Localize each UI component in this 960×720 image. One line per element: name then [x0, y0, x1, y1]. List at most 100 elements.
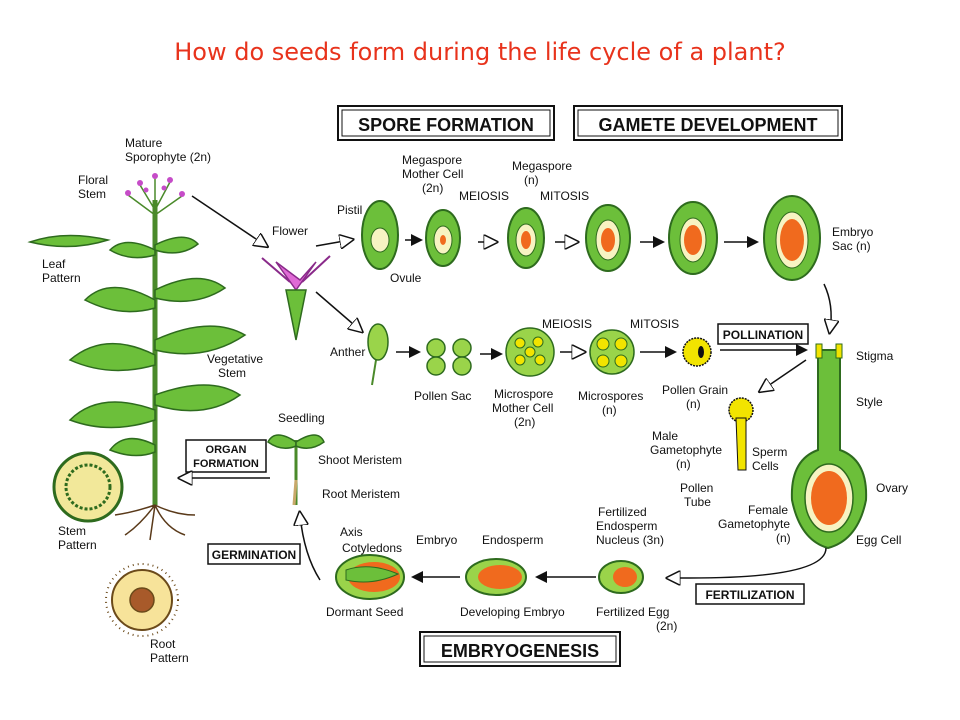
label-vegetative-stem: Stem	[218, 366, 246, 380]
label-microspore-mother: Mother Cell	[492, 401, 553, 415]
page-title: How do seeds form during the life cycle …	[174, 38, 786, 66]
label-male: Male	[652, 429, 678, 443]
stage-spore-formation: SPORE FORMATION	[358, 115, 534, 135]
label-meiosis-bottom: MEIOSIS	[542, 317, 592, 331]
label-root: Root	[150, 637, 176, 651]
dormant-seed	[335, 554, 405, 600]
label-fertilized-egg-2n: (2n)	[656, 619, 677, 633]
diagram-labels: Mature Sporophyte (2n) Floral Stem Leaf …	[42, 136, 908, 665]
pollen-grain	[682, 337, 712, 367]
label-megaspore-n: (n)	[524, 173, 539, 187]
label-pollen-tube: Tube	[684, 495, 711, 509]
label-mitosis-bottom: MITOSIS	[630, 317, 679, 331]
pistil-with-ovary	[790, 343, 868, 550]
label-ovule: Ovule	[390, 271, 422, 285]
label-sperm: Sperm	[752, 445, 787, 459]
cycle-arrows	[182, 195, 831, 580]
label-style: Style	[856, 395, 883, 409]
label-seedling: Seedling	[278, 411, 325, 425]
label-embryo-sac: Embryo	[832, 225, 874, 239]
stem-pattern	[52, 451, 124, 523]
label-embryo-sac-n: Sac (n)	[832, 239, 871, 253]
label-anther: Anther	[330, 345, 365, 359]
ovule-sequence	[361, 195, 821, 281]
pollen-tube	[728, 397, 754, 471]
label-fertilized-nucleus: Nucleus (3n)	[596, 533, 664, 547]
label-female: Female	[748, 503, 788, 517]
stage-box-pollination: POLLINATION	[717, 323, 809, 345]
pollen-sac	[426, 338, 472, 376]
label-megaspore-mother: Megaspore	[402, 153, 462, 167]
flower	[261, 255, 331, 341]
stage-box-germination: GERMINATION	[207, 543, 301, 565]
label-developing-embryo: Developing Embryo	[460, 605, 565, 619]
label-megaspore-mother-cell: Mother Cell	[402, 167, 463, 181]
label-mitosis-top: MITOSIS	[540, 189, 589, 203]
stage-embryogenesis: EMBRYOGENESIS	[441, 641, 599, 661]
leaf-pattern	[27, 234, 111, 248]
seedling	[267, 434, 325, 506]
label-root-pattern: Pattern	[150, 651, 189, 665]
label-microspore: Microspore	[494, 387, 554, 401]
label-flower: Flower	[272, 224, 308, 238]
label-fertilized-egg: Fertilized Egg	[596, 605, 669, 619]
developing-embryo-seed	[465, 558, 527, 596]
label-megaspore: Megaspore	[512, 159, 572, 173]
label-vegetative: Vegetative	[207, 352, 263, 366]
stage-organ: ORGAN	[206, 444, 247, 456]
label-fertilized: Fertilized	[598, 505, 647, 519]
microspores	[589, 329, 635, 375]
label-pollen: Pollen	[680, 481, 713, 495]
label-root-meristem: Root Meristem	[322, 487, 400, 501]
label-endosperm: Endosperm	[482, 533, 543, 547]
label-meiosis-top: MEIOSIS	[459, 189, 509, 203]
root-pattern	[105, 563, 179, 637]
label-pollen-grain: Pollen Grain	[662, 383, 728, 397]
label-male-gametophyte: Gametophyte	[650, 443, 722, 457]
label-pistil: Pistil	[337, 203, 362, 217]
stage-box-fertilization: FERTILIZATION	[695, 583, 805, 605]
label-floral-stem: Stem	[78, 187, 106, 201]
label-egg-cell: Egg Cell	[856, 533, 901, 547]
microspore-mother-cell	[505, 327, 555, 377]
label-stem-pattern-2: Pattern	[58, 538, 97, 552]
label-ovary: Ovary	[876, 481, 908, 495]
label-mature-sporophyte: Sporophyte (2n)	[125, 150, 211, 164]
label-mature: Mature	[125, 136, 163, 150]
stage-formation: FORMATION	[193, 458, 259, 470]
label-microspore-2n: (2n)	[514, 415, 535, 429]
fertilized-egg-seed	[598, 560, 644, 594]
label-male-n: (n)	[676, 457, 691, 471]
label-dormant-seed: Dormant Seed	[326, 605, 403, 619]
label-sperm-cells: Cells	[752, 459, 779, 473]
label-shoot-meristem: Shoot Meristem	[318, 453, 402, 467]
label-pollen-sac: Pollen Sac	[414, 389, 471, 403]
label-stem-pattern: Stem	[58, 524, 86, 538]
label-female-gametophyte: Gametophyte	[718, 517, 790, 531]
label-pollen-grain-n: (n)	[686, 397, 701, 411]
label-cotyledons: Cotyledons	[342, 541, 402, 555]
embryo-sac-cells	[440, 219, 804, 261]
stage-fertilization: FERTILIZATION	[705, 588, 794, 602]
stage-box-spore-formation: SPORE FORMATION	[337, 105, 555, 141]
anther	[367, 323, 389, 386]
label-floral: Floral	[78, 173, 108, 187]
label-megaspore-mother-2n: (2n)	[422, 181, 443, 195]
stage-gamete-development: GAMETE DEVELOPMENT	[598, 115, 817, 135]
label-axis: Axis	[340, 525, 363, 539]
label-leaf: Leaf	[42, 257, 66, 271]
label-fertilized-endosperm: Endosperm	[596, 519, 657, 533]
stage-box-gamete-development: GAMETE DEVELOPMENT	[573, 105, 843, 141]
label-microspores: Microspores	[578, 389, 643, 403]
stage-box-organ-formation: ORGAN FORMATION	[185, 439, 267, 473]
stage-pollination: POLLINATION	[723, 328, 803, 342]
stage-box-embryogenesis: EMBRYOGENESIS	[419, 631, 621, 667]
label-microspores-n: (n)	[602, 403, 617, 417]
label-leaf-pattern: Pattern	[42, 271, 81, 285]
label-stigma: Stigma	[856, 349, 894, 363]
label-female-n: (n)	[776, 531, 791, 545]
mature-sporophyte-plant	[68, 173, 247, 541]
label-embryo: Embryo	[416, 533, 458, 547]
stage-germination: GERMINATION	[212, 548, 296, 562]
